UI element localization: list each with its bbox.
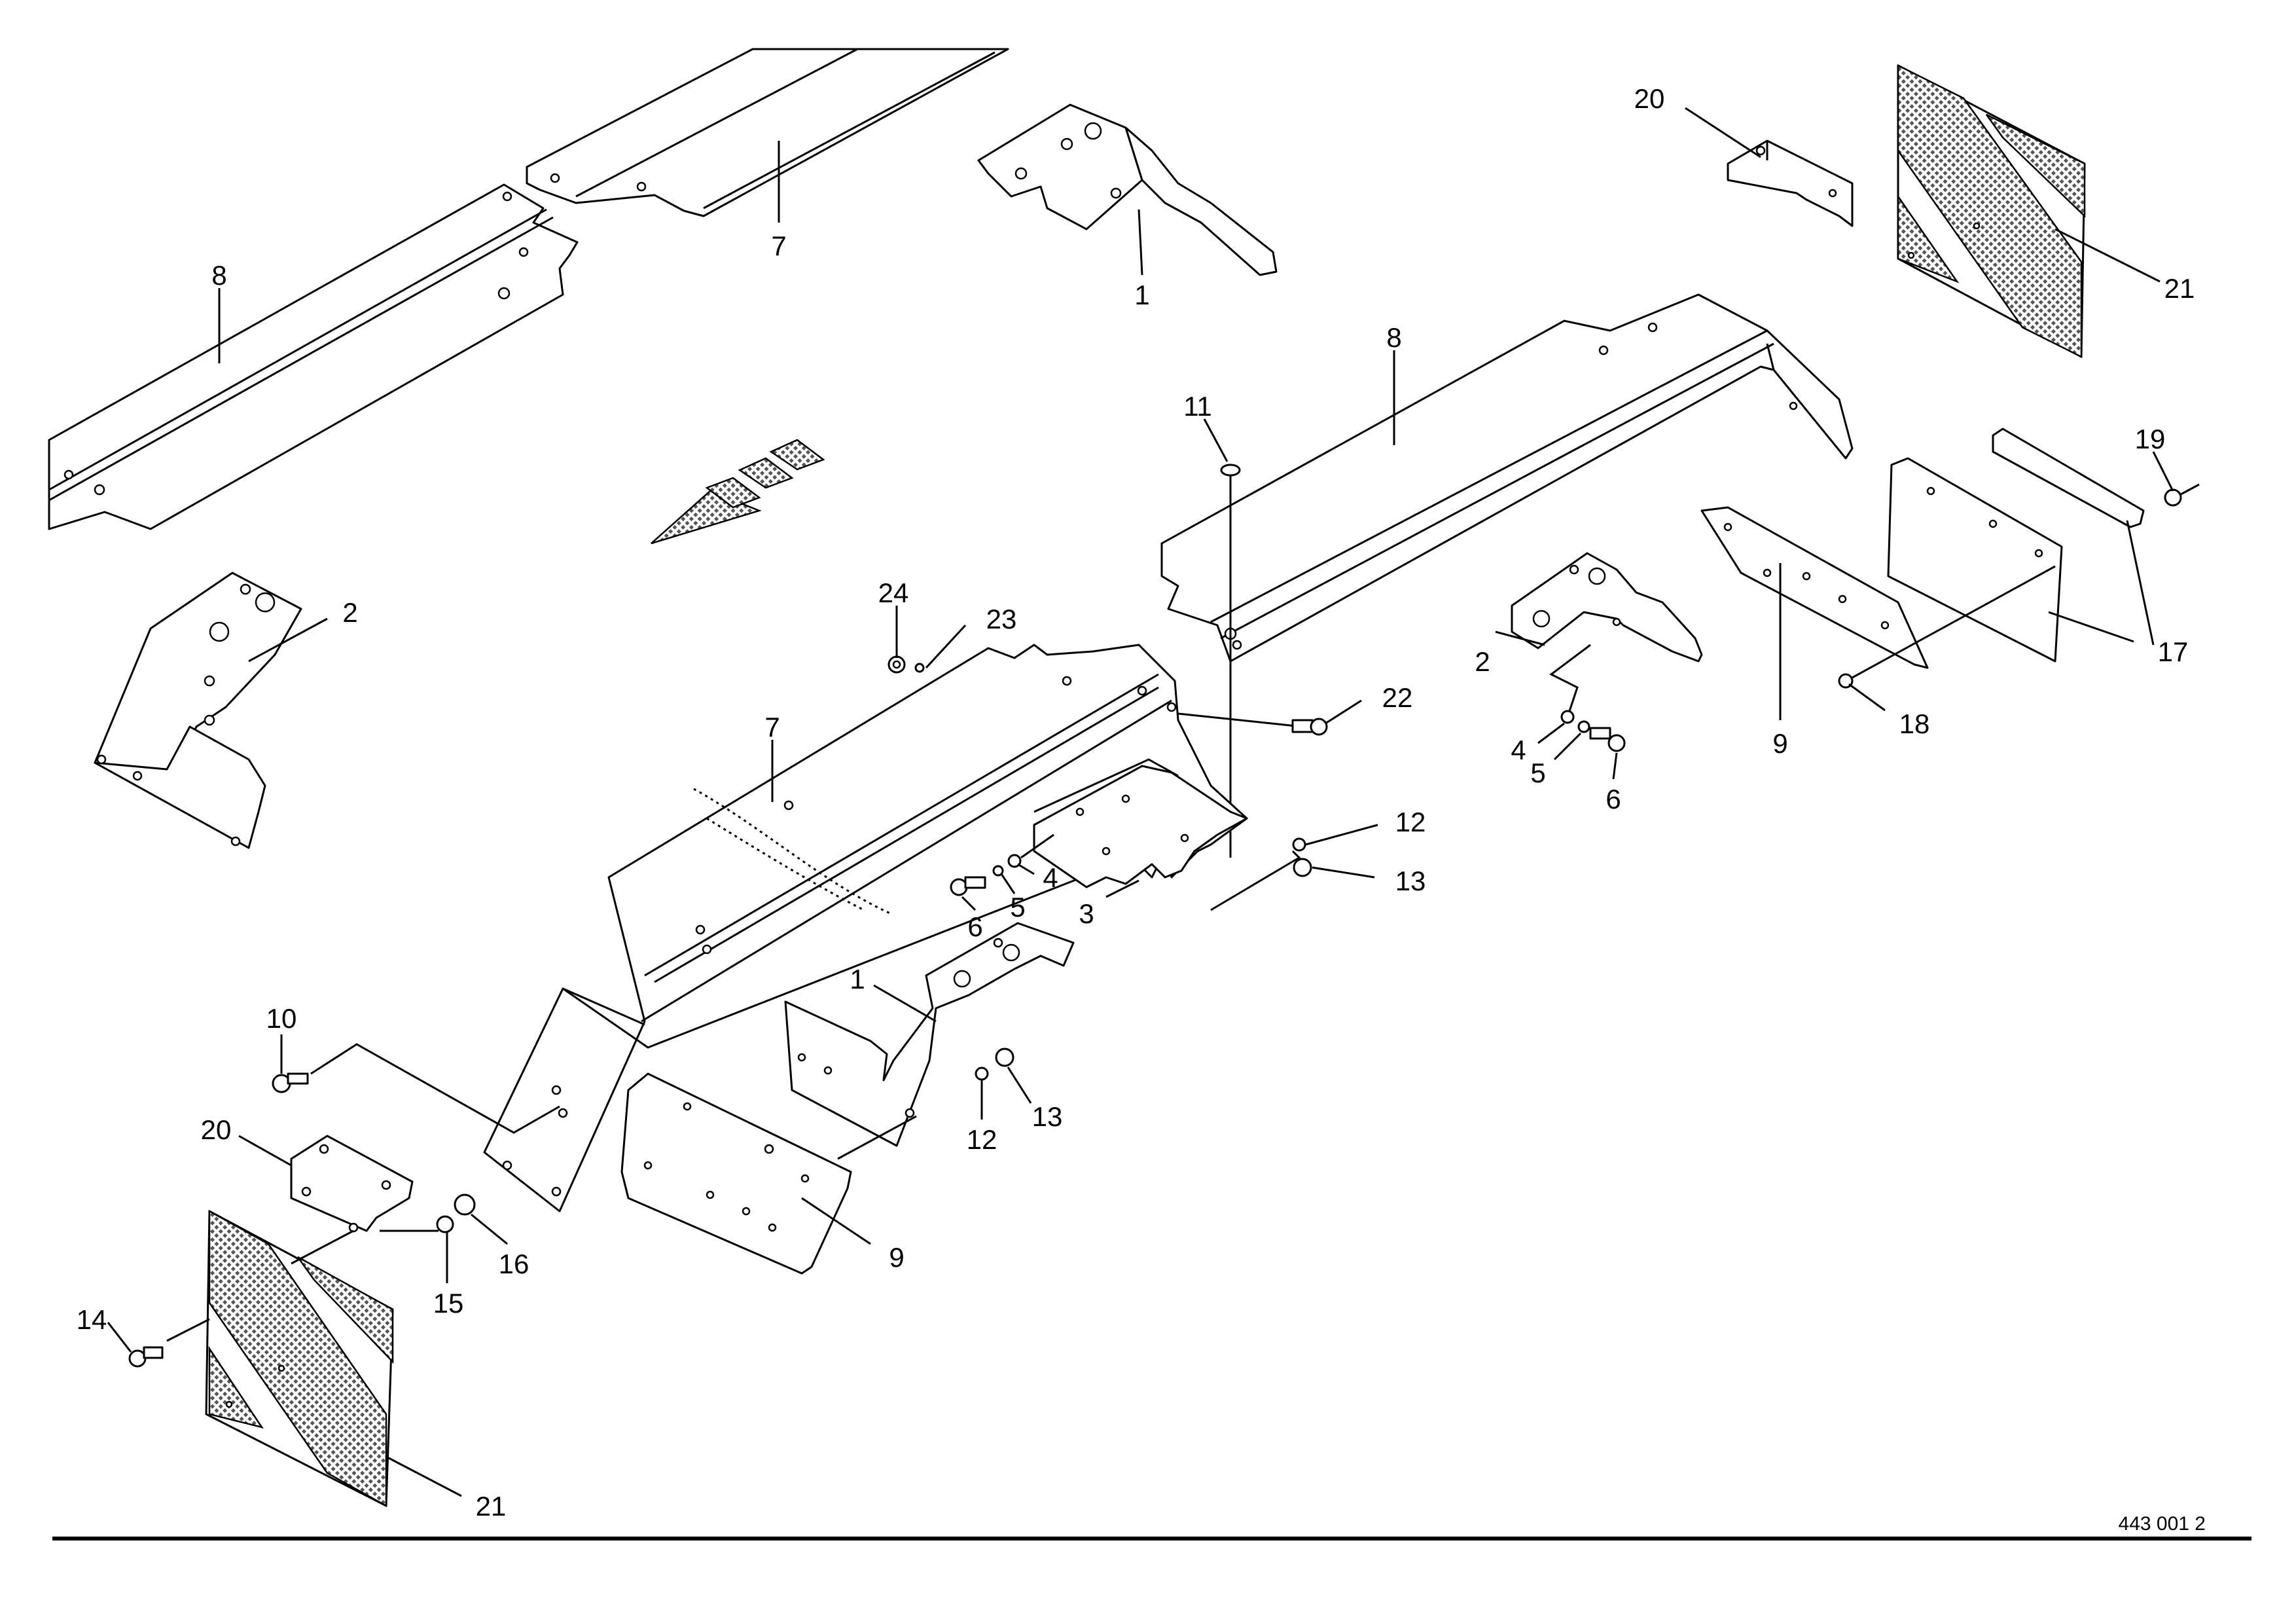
warning-plate-part-21-top-right (1897, 64, 2086, 359)
callout-22: 22 (1382, 682, 1413, 713)
callout-11: 11 (1183, 391, 1212, 422)
callout-13: 13 (1395, 866, 1426, 896)
direction-arrow (651, 439, 825, 545)
callout-16: 16 (499, 1249, 529, 1279)
callout-2: 2 (1475, 646, 1490, 677)
screw-part-22 (1177, 712, 1328, 736)
bracket-part-2-left (94, 572, 302, 849)
callout-3: 3 (1079, 898, 1094, 929)
callout-19: 19 (2135, 424, 2166, 454)
bolt-set-parts-4-5-6-right (1549, 644, 1626, 752)
bolt-set-parts-4-5-6-center (950, 833, 1054, 896)
bracket-part-1-top (977, 103, 1278, 276)
mounting-plate-part-9-center (620, 1072, 917, 1275)
screw-part-14 (128, 1318, 210, 1368)
callout-12: 12 (1395, 807, 1426, 837)
nut-part-24 (888, 655, 925, 674)
callout-1: 1 (850, 964, 865, 994)
side-rail-part-7-center (483, 644, 1248, 1213)
callout-8: 8 (211, 260, 226, 291)
callout-20: 20 (1634, 83, 1665, 114)
mounting-plate-part-3 (1033, 765, 1248, 888)
nut-set-parts-15-16 (436, 1194, 476, 1233)
nut-set-parts-12-13-right (1210, 837, 1312, 911)
callout-2: 2 (342, 597, 357, 628)
callout-9: 9 (1772, 728, 1787, 759)
bracket-part-2-right (1511, 552, 1703, 663)
callout-5: 5 (1530, 757, 1545, 788)
side-rail-part-8-top-left (48, 183, 579, 530)
plate-part-17 (1887, 428, 2145, 663)
callout-15: 15 (433, 1288, 464, 1319)
callout-23: 23 (986, 604, 1017, 634)
drawing-reference-number: 443 001 2 (2119, 1513, 2206, 1535)
callout-21: 21 (2164, 273, 2195, 304)
callout-1: 1 (1134, 280, 1149, 310)
bracket-part-20-top-right (1727, 139, 1854, 227)
bracket-part-20-bottom-left (290, 1135, 439, 1233)
callout-14: 14 (77, 1304, 107, 1335)
callout-4: 4 (1043, 862, 1058, 893)
mounting-plate-part-9-right (1700, 506, 1929, 669)
callout-24: 24 (878, 577, 909, 608)
side-rail-part-7-top (526, 48, 1009, 217)
callout-7: 7 (764, 712, 780, 742)
screw-part-10 (272, 1043, 560, 1134)
callout-labels: 1 7 8 20 21 8 11 19 2 24 23 22 7 2 17 18… (77, 83, 2195, 1522)
callout-9: 9 (889, 1242, 904, 1273)
nut-set-parts-12-13-center (975, 1048, 1014, 1081)
callout-13: 13 (1032, 1101, 1063, 1132)
callout-10: 10 (266, 1003, 297, 1034)
callout-5: 5 (1010, 892, 1025, 922)
callout-4: 4 (1511, 735, 1526, 765)
callout-6: 6 (967, 911, 982, 942)
callout-6: 6 (1605, 784, 1621, 814)
warning-plate-part-21-bottom-left (205, 1209, 394, 1508)
side-rail-part-8-right (1160, 293, 1854, 663)
callout-12: 12 (967, 1124, 997, 1155)
callout-17: 17 (2158, 636, 2189, 667)
callout-20: 20 (201, 1114, 232, 1145)
leader-lines (107, 107, 2174, 1497)
callout-21: 21 (476, 1491, 507, 1522)
bracket-part-1-center (784, 922, 1075, 1147)
callout-8: 8 (1386, 322, 1401, 353)
callout-7: 7 (771, 230, 786, 261)
callout-18: 18 (1899, 708, 1930, 739)
